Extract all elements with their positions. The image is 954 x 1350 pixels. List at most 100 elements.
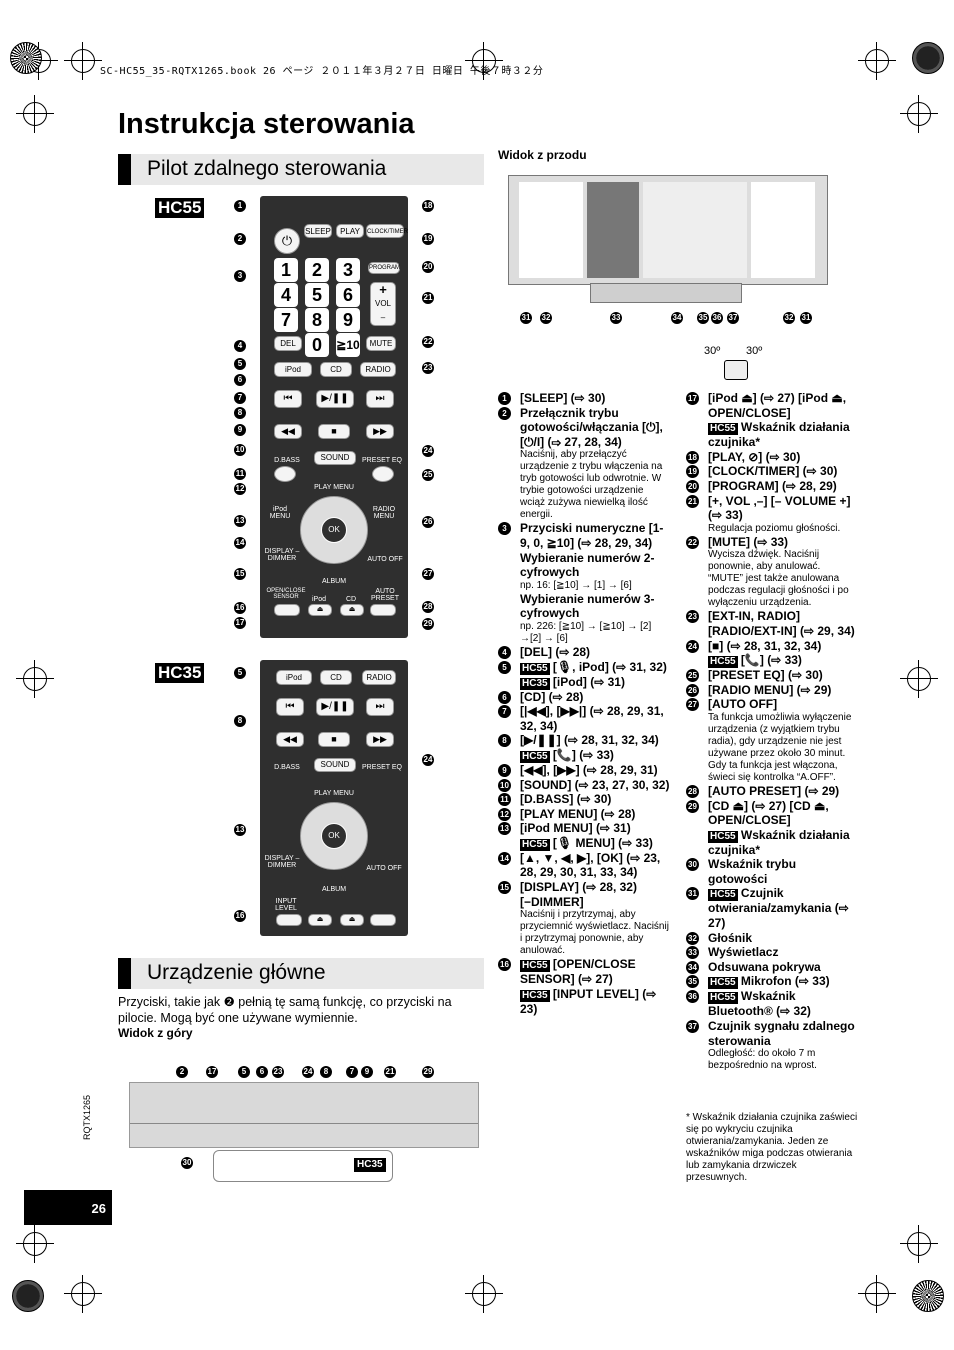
auto-preset-button[interactable] (370, 914, 396, 926)
auto-preset-button[interactable] (370, 604, 396, 616)
ipod-button[interactable]: iPod (274, 362, 312, 377)
legend-text: HC55 [OPEN/CLOSE SENSOR] (⇨ 27) (520, 957, 636, 987)
number-button[interactable]: 8 (305, 308, 329, 332)
number-button[interactable]: 4 (274, 283, 298, 307)
crop-mark (16, 1225, 54, 1263)
number-button[interactable]: 5 (305, 283, 329, 307)
legend-text: [PLAY, ⊘] (⇨ 30) (708, 449, 801, 464)
ok-button[interactable]: OK (321, 823, 347, 849)
legend-text: [CD] (⇨ 28) (520, 689, 584, 704)
number-button[interactable]: 7 (274, 308, 298, 332)
legend-number: 34 (686, 960, 699, 974)
volume-button[interactable]: +VOL– (370, 282, 396, 326)
crop-mark (16, 95, 54, 133)
legend-number: 12 (498, 807, 511, 821)
mute-button[interactable]: MUTE (366, 336, 396, 351)
cursor-pad[interactable]: OK (300, 802, 368, 870)
speaker-right (751, 182, 815, 278)
legend-text: [CLOCK/TIMER] (⇨ 30) (708, 464, 838, 479)
sound-button[interactable]: SOUND (314, 451, 356, 465)
legend-number: 14 (498, 851, 511, 865)
legend-text: [+, VOL ,–] [– VOLUME +] (⇨ 33) (708, 493, 851, 523)
rewind-button[interactable]: ◀◀ (276, 732, 304, 747)
clock-timer-button[interactable]: CLOCK/TIMER (366, 224, 408, 238)
model-tag: HC55 (708, 889, 738, 902)
open-close-sensor-button[interactable] (274, 604, 300, 616)
number-button[interactable]: 9 (336, 308, 360, 332)
front-view-label: Widok z przodu (498, 148, 587, 162)
dbass-button[interactable] (274, 466, 296, 482)
number-button[interactable]: 2 (305, 258, 329, 282)
sleep-button[interactable]: SLEEP (304, 224, 332, 238)
play-pause-button[interactable]: ▶/❚❚ (316, 698, 354, 716)
number-button[interactable]: ≧10 (336, 333, 360, 357)
model-tag: HC55 (708, 830, 738, 843)
rewind-button[interactable]: ◀◀ (274, 424, 302, 439)
stop-button[interactable]: ■ (318, 732, 350, 747)
legend-text: [D.BASS] (⇨ 30) (520, 792, 612, 807)
ipod-eject-button[interactable]: ⏏ (308, 914, 332, 926)
del-button[interactable]: DEL (274, 336, 302, 351)
section-header-remote: Pilot zdalnego sterowania (118, 154, 484, 185)
preset-eq-button[interactable] (372, 466, 394, 482)
legend-number: 37 (686, 1020, 699, 1034)
model-tag: HC55 (520, 662, 550, 675)
top-view-hc35-panel: HC35 (213, 1150, 393, 1182)
play-menu-label: PLAY MENU (314, 790, 354, 797)
number-button[interactable]: 6 (336, 283, 360, 307)
legend-number: 9 (498, 763, 511, 777)
skip-forward-button[interactable]: ⏭ (366, 390, 394, 408)
callout-marker: 32 (783, 312, 795, 324)
legend-item: 15[DISPLAY] (⇨ 28, 32) [−DIMMER]Naciśnij… (498, 880, 670, 957)
skip-back-button[interactable]: ⏮ (274, 390, 302, 408)
callout-marker: 23 (272, 1066, 284, 1078)
preset-eq-label: PRESET EQ (362, 457, 402, 464)
legend-text: HC55 [🎙 MENU] (⇨ 33) (520, 835, 653, 851)
number-button[interactable]: 3 (336, 258, 360, 282)
program-button[interactable]: PROGRAM (368, 262, 400, 274)
auto-preset-label: AUTO PRESET (370, 588, 399, 602)
cursor-pad[interactable]: OK (300, 496, 368, 564)
ok-button[interactable]: OK (321, 517, 347, 543)
radio-button[interactable]: RADIO (360, 362, 396, 377)
legend-number: 8 (498, 734, 511, 748)
cd-eject-button[interactable]: ⏏ (340, 604, 364, 616)
input-level-button[interactable] (276, 914, 302, 926)
fast-forward-button[interactable]: ▶▶ (366, 424, 394, 439)
play-timer-button[interactable]: PLAY (336, 224, 364, 238)
cd-button[interactable]: CD (320, 670, 352, 685)
number-button[interactable]: 1 (274, 258, 298, 282)
legend-number: 7 (498, 705, 511, 719)
callout-marker: 6 (234, 374, 246, 386)
doc-code: RQTX1265 (82, 1094, 92, 1140)
number-button[interactable]: 0 (305, 333, 329, 357)
album-label: ALBUM (321, 886, 347, 893)
fast-forward-button[interactable]: ▶▶ (366, 732, 394, 747)
preset-eq-label: PRESET EQ (362, 764, 402, 771)
input-level-label: INPUT LEVEL (275, 898, 297, 912)
radio-button[interactable]: RADIO (362, 670, 396, 685)
legend-text: Wyświetlacz (708, 945, 779, 960)
display-panel (643, 182, 747, 278)
power-button[interactable]: ⏻ (274, 228, 300, 254)
play-pause-button[interactable]: ▶/❚❚ (316, 390, 354, 408)
crop-mark (900, 660, 938, 698)
stop-button[interactable]: ■ (318, 424, 350, 439)
sound-button[interactable]: SOUND (314, 758, 356, 772)
legend-number: 6 (498, 690, 511, 704)
ipod-button[interactable]: iPod (276, 670, 312, 685)
skip-back-button[interactable]: ⏮ (276, 698, 304, 716)
ipod-eject-button[interactable]: ⏏ (308, 604, 332, 616)
legend-item: 18[PLAY, ⊘] (⇨ 30) (686, 450, 858, 465)
legend-item: 24[■] (⇨ 28, 31, 32, 34)HC55 [📞] (⇨ 33) (686, 639, 858, 669)
skip-forward-button[interactable]: ⏭ (366, 698, 394, 716)
legend-item: 14[▲, ▼, ◀, ▶], [OK] (⇨ 23, 28, 29, 30, … (498, 851, 670, 880)
callout-marker: 8 (234, 407, 246, 419)
stand (590, 283, 742, 303)
callout-marker: 24 (302, 1066, 314, 1078)
cd-button[interactable]: CD (320, 362, 352, 377)
cd-eject-button[interactable]: ⏏ (340, 914, 364, 926)
